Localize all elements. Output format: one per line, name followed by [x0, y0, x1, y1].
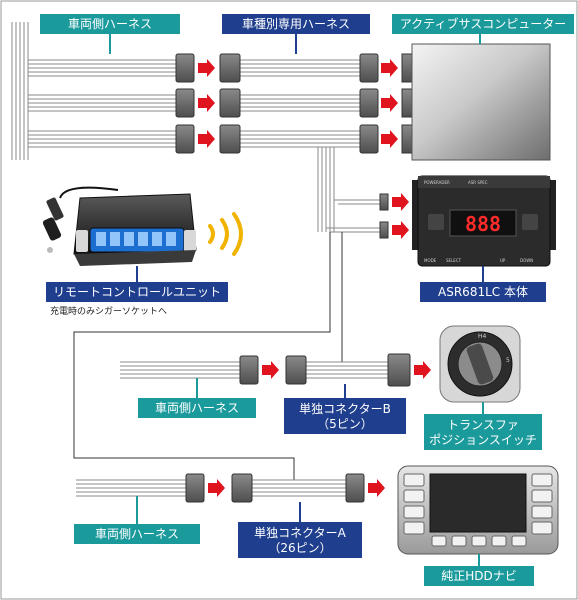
svg-text:H4: H4 — [478, 333, 487, 340]
charging-note: 充電時のみシガーソケットへ — [50, 305, 167, 317]
asr-display: 888 — [465, 212, 501, 236]
asr681lc-unit: POWERADER ASR SPEC 888 MODE SELECT UP DO… — [412, 175, 556, 267]
connector-group-vehicle-top — [175, 53, 195, 154]
svg-text:SELECT: SELECT — [446, 258, 462, 263]
cigarette-plug-icon — [42, 197, 64, 253]
active-suspension-computer — [401, 43, 551, 161]
svg-text:ASR SPEC: ASR SPEC — [468, 180, 488, 185]
svg-text:MODE: MODE — [424, 258, 437, 263]
label-transfer-switch: トランスファ ポジションスイッチ — [424, 414, 542, 450]
svg-text:純正HDDナビ: 純正HDDナビ — [441, 569, 517, 583]
svg-text:単独コネクターA: 単独コネクターA — [254, 526, 347, 540]
svg-text:車両側ハーネス: 車両側ハーネス — [68, 17, 152, 31]
svg-text:ASR681LC 本体: ASR681LC 本体 — [438, 285, 528, 299]
label-vehicle-harness-top: 車両側ハーネス — [40, 14, 180, 34]
label-vehicle-harness-bottom: 車両側ハーネス — [74, 524, 200, 544]
label-connector-b: 単独コネクターB （5ピン） — [284, 398, 406, 434]
label-vehicle-specific-harness: 車種別専用ハーネス — [222, 14, 370, 34]
asr-connectors — [379, 193, 409, 239]
mid-connectors — [239, 353, 431, 387]
svg-text:POWERADER: POWERADER — [424, 180, 450, 185]
svg-text:リモートコントロールユニット: リモートコントロールユニット — [53, 285, 221, 299]
svg-text:トランスファ: トランスファ — [447, 418, 519, 432]
bottom-harness-wires — [76, 479, 346, 497]
arrow-group-top-1 — [198, 59, 215, 148]
svg-text:車種別専用ハーネス: 車種別専用ハーネス — [242, 17, 350, 31]
svg-text:車両側ハーネス: 車両側ハーネス — [95, 527, 179, 541]
transfer-switch-icon: H4 5 — [439, 325, 521, 403]
label-active-suspension-computer: アクティブサスコンピューター — [392, 14, 574, 34]
svg-text:車両側ハーネス: 車両側ハーネス — [155, 401, 239, 415]
label-connector-a: 単独コネクターA （26ピン） — [238, 522, 362, 558]
svg-text:単独コネクターB: 単独コネクターB — [299, 402, 391, 416]
branch-wires — [73, 232, 343, 480]
arrow-group-top-2 — [381, 59, 398, 148]
signal-waves-icon — [208, 212, 243, 256]
label-oem-hdd-navi: 純正HDDナビ — [424, 566, 534, 586]
label-asr-unit: ASR681LC 本体 — [420, 282, 546, 302]
connector-group-specific-left — [219, 53, 241, 154]
svg-text:5: 5 — [506, 357, 510, 364]
mid-harness-wires — [120, 361, 388, 379]
top-harness-wires — [11, 22, 380, 233]
label-vehicle-harness-mid: 車両側ハーネス — [138, 398, 256, 418]
svg-text:DOWN: DOWN — [520, 258, 533, 263]
svg-text:アクティブサスコンピューター: アクティブサスコンピューター — [400, 16, 566, 31]
label-remote-control-unit: リモートコントロールユニット — [46, 282, 228, 302]
svg-text:（26ピン）: （26ピン） — [268, 541, 331, 555]
remote-control-unit — [42, 186, 197, 266]
bottom-connectors — [185, 473, 385, 503]
svg-text:ポジションスイッチ: ポジションスイッチ — [429, 433, 537, 447]
connector-group-specific-right — [359, 53, 379, 154]
hdd-navi-icon — [397, 465, 559, 555]
svg-text:（5ピン）: （5ピン） — [317, 417, 373, 431]
svg-text:UP: UP — [500, 258, 506, 263]
